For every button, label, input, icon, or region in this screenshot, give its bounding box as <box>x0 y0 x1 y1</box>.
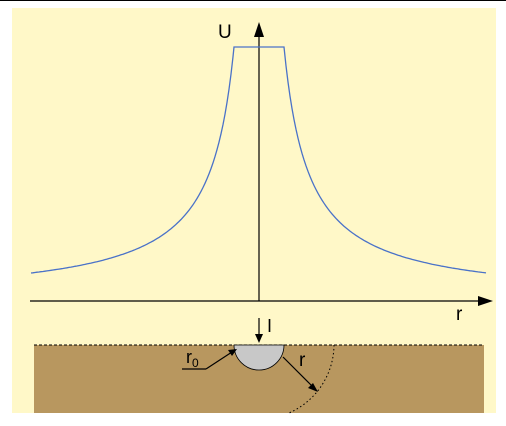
x-axis-arrow <box>478 296 493 306</box>
distance-arc <box>288 344 335 414</box>
distance-label: r <box>299 350 306 371</box>
r-arrow-shaft <box>282 356 313 387</box>
electrode-radius-label-main: r <box>186 347 192 367</box>
electrode-radius-label-subscript: 0 <box>192 356 199 370</box>
r0-arrow-shaft <box>205 351 233 370</box>
electrode-radius-label: r0 <box>186 347 199 370</box>
x-axis-label: r <box>456 304 463 325</box>
y-axis-label: U <box>218 22 232 43</box>
r-arrow-head <box>308 383 318 392</box>
potential-curve <box>30 46 487 274</box>
r0-arrow-head <box>228 349 237 356</box>
current-label: I <box>267 316 272 336</box>
electrode-hemisphere <box>233 344 285 371</box>
y-axis-arrow <box>254 22 264 37</box>
current-arrow-head <box>255 334 263 343</box>
